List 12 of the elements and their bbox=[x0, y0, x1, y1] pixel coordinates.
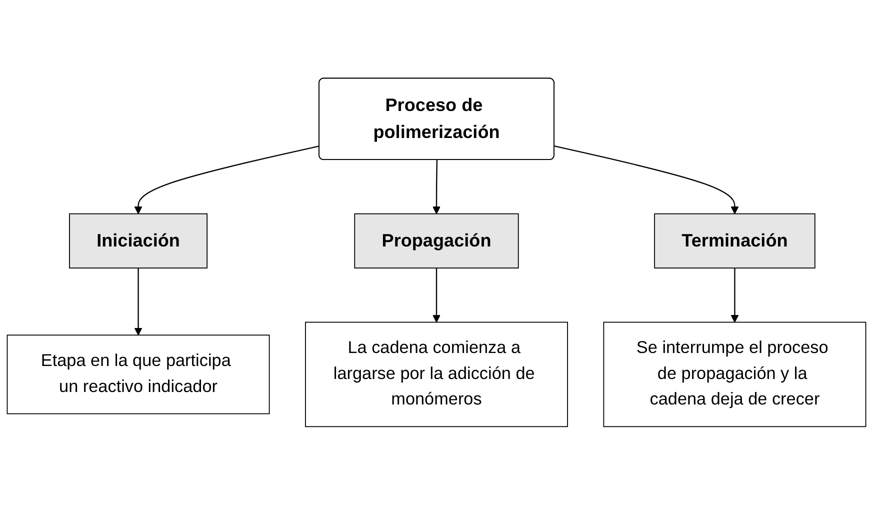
node-box: Propagación bbox=[354, 213, 519, 269]
arrow bbox=[730, 268, 739, 323]
node-box: Se interrumpe el proceso de propagación y la cadena deja de crecer bbox=[603, 322, 866, 428]
arrow bbox=[134, 146, 320, 214]
node-box: La cadena comienza a largarse por la adicción de monómeros bbox=[305, 322, 568, 428]
arrow bbox=[432, 268, 440, 323]
node-box: Iniciación bbox=[69, 213, 208, 269]
arrow bbox=[134, 268, 142, 336]
node-box: Etapa en la que participa un reactivo indicador bbox=[6, 334, 270, 414]
arrow bbox=[432, 160, 440, 214]
arrow bbox=[554, 146, 739, 214]
node-box: Terminación bbox=[654, 213, 816, 269]
